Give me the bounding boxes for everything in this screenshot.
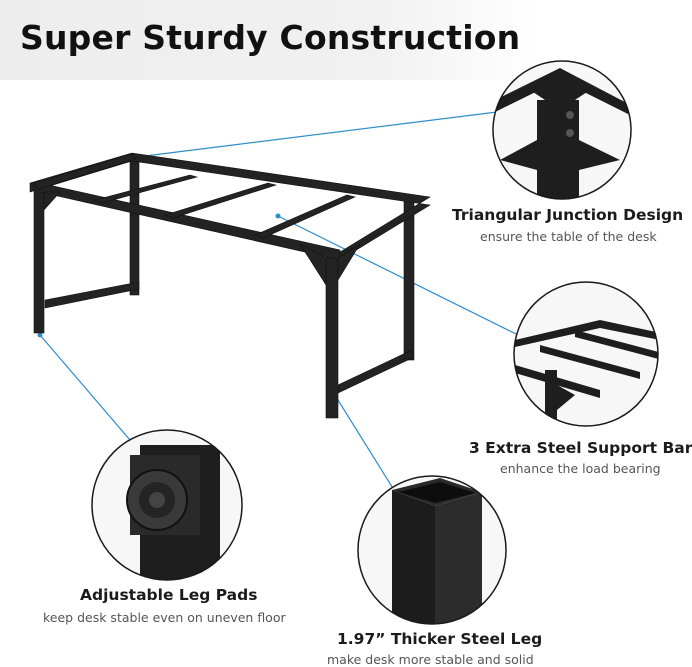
page-title: Super Sturdy Construction	[20, 18, 521, 57]
connector-dots	[37, 154, 336, 395]
desk-frame	[29, 152, 431, 419]
junction-desc: ensure the table of the desk	[480, 229, 657, 244]
legpad-desc: keep desk stable even on uneven floor	[43, 610, 286, 625]
junction-title: Triangular Junction Design	[452, 206, 684, 224]
connector-support	[277, 215, 517, 335]
connector-legpad	[39, 334, 131, 441]
leg-title: 1.97” Thicker Steel Leg	[337, 630, 543, 648]
support-circle	[513, 281, 659, 427]
connector-leg	[332, 391, 395, 491]
connector-lines	[39, 111, 517, 491]
legpad-circle	[91, 429, 243, 581]
junction-circle	[492, 60, 632, 200]
connector-junction	[136, 111, 498, 158]
support-title: 3 Extra Steel Support Bar	[469, 439, 692, 457]
leg-circle	[357, 475, 507, 625]
support-desc: enhance the load bearing	[500, 461, 661, 476]
legpad-title: Adjustable Leg Pads	[80, 586, 258, 604]
leg-desc: make desk more stable and solid	[327, 652, 534, 667]
